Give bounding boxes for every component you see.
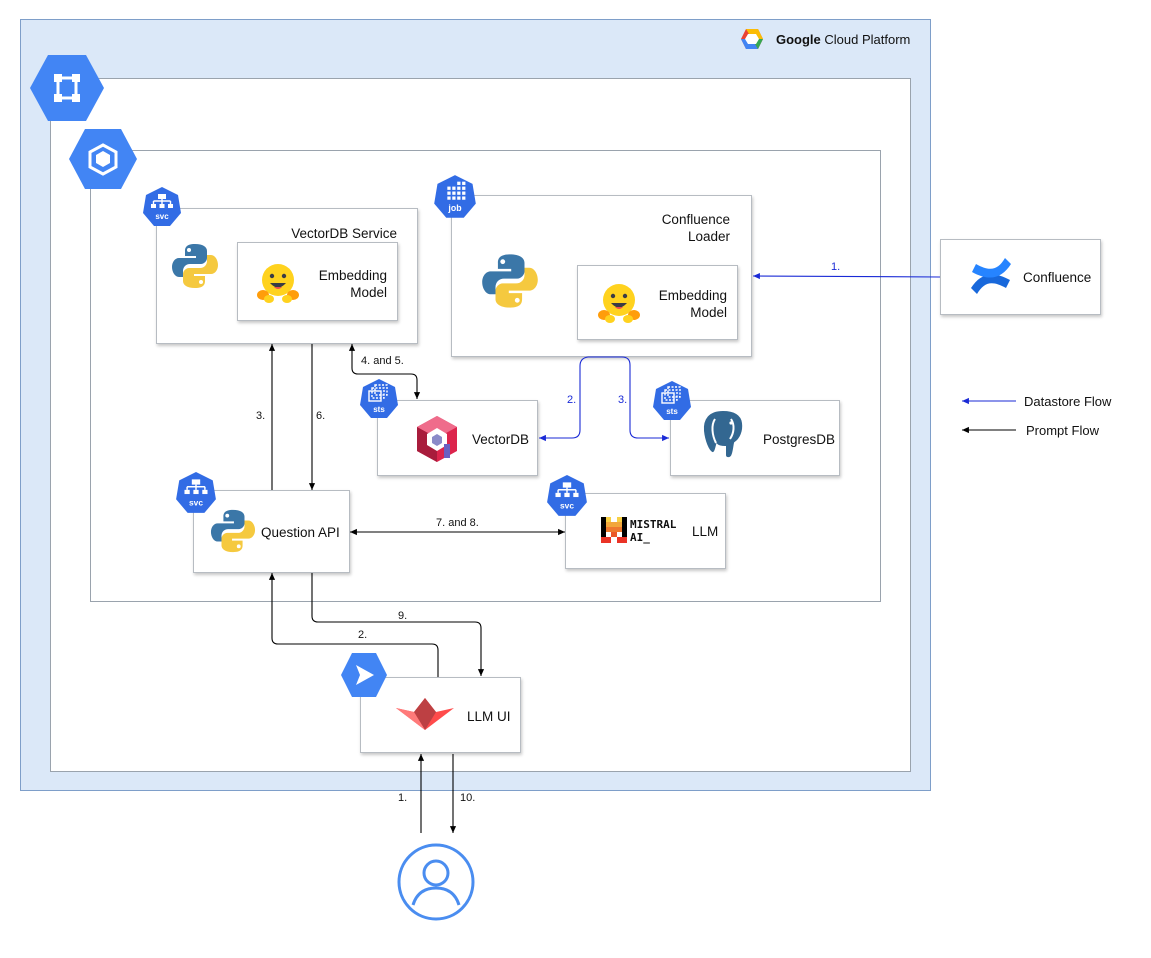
python-icon	[172, 244, 218, 288]
flow-label: 4. and 5.	[361, 355, 404, 367]
mistral-logo-text: MISTRAL AI_	[630, 518, 677, 544]
kubernetes-sts-icon: sts	[360, 379, 398, 418]
kubernetes-svc-icon: svc	[176, 472, 216, 513]
postgresdb-box: PostgresDB	[670, 400, 840, 476]
flow-label: 1.	[831, 261, 841, 273]
flow-label: 3.	[618, 394, 628, 406]
vectordb-label: VectorDB	[472, 432, 530, 447]
vectordb-box: VectorDB	[377, 400, 538, 476]
confluence-logo-icon	[971, 258, 1011, 294]
flow-label: 6.	[316, 410, 326, 422]
flow-label: 2.	[567, 394, 577, 406]
gcp-title: Google Cloud Platform	[776, 32, 911, 47]
confluence-loader-embedding-box: Embedding Model	[577, 265, 738, 340]
gcp-logo-icon	[741, 29, 763, 49]
user-icon	[397, 843, 475, 921]
legend-datastore-label: Datastore Flow	[1024, 394, 1112, 409]
kubernetes-sts-icon: sts	[653, 381, 691, 420]
flow-label: 9.	[398, 610, 408, 622]
llm-ui-label: LLM UI	[467, 709, 511, 724]
flow-label: 7. and 8.	[436, 517, 479, 529]
svg-text:svc: svc	[155, 212, 169, 221]
llm-label: LLM	[692, 524, 719, 539]
flow-label: 10.	[460, 792, 476, 804]
confluence-loader-title: Confluence Loader	[661, 212, 730, 244]
confluence-loader-embedding-label: Embedding Model	[658, 288, 727, 320]
confluence-label: Confluence	[1023, 270, 1092, 285]
python-icon	[482, 254, 538, 308]
vectordb-service-embedding-label: Embedding Model	[318, 268, 387, 300]
svg-text:sts: sts	[666, 407, 678, 416]
flow-label: 3.	[256, 410, 266, 422]
mistral-logo-icon	[601, 517, 627, 543]
svg-text:svc: svc	[560, 501, 574, 511]
hugging-face-icon	[598, 284, 640, 323]
kubernetes-job-icon: job	[434, 175, 476, 218]
flow-label: 2.	[358, 629, 368, 641]
svg-text:svc: svc	[189, 498, 203, 508]
kubernetes-svc-icon: svc	[143, 187, 181, 226]
kubernetes-svc-icon: svc	[547, 475, 587, 516]
python-icon	[210, 509, 256, 553]
svg-text:sts: sts	[373, 405, 385, 414]
vectordb-service-title: VectorDB Service	[291, 226, 397, 241]
cloud-run-icon	[341, 653, 387, 697]
namespace-icon	[69, 129, 137, 189]
legend-prompt-label: Prompt Flow	[1026, 423, 1099, 438]
postgresql-elephant-icon	[701, 408, 745, 460]
question-api-label: Question API	[261, 525, 340, 540]
svg-text:job: job	[447, 203, 461, 213]
hugging-face-icon	[257, 264, 299, 303]
confluence-box: Confluence	[940, 239, 1101, 315]
gke-cluster-icon	[30, 55, 104, 121]
streamlit-logo-icon	[396, 698, 454, 730]
qdrant-logo-icon	[417, 416, 457, 462]
flow-label: 1.	[398, 792, 408, 804]
llm-box: LLM	[565, 493, 726, 569]
postgresdb-label: PostgresDB	[763, 432, 836, 447]
